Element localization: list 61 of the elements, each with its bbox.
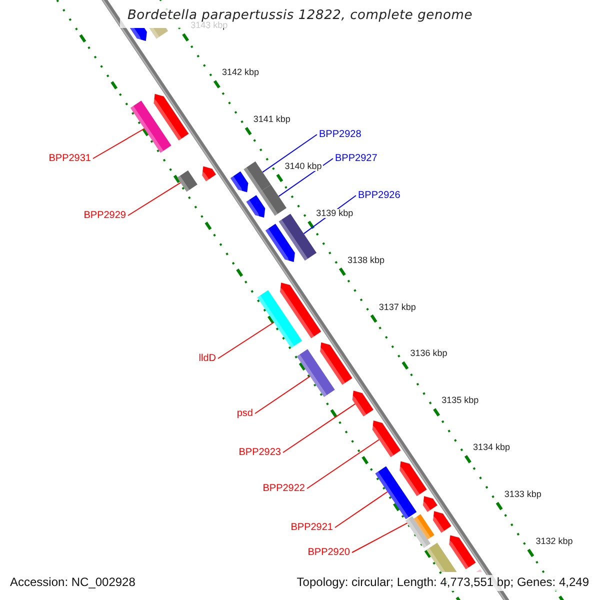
leader-line <box>92 128 145 159</box>
gene-label: BPP2920 <box>308 548 350 558</box>
scale-label: 3138 kbp <box>346 256 386 265</box>
scale-label: 3132 kbp <box>534 536 574 546</box>
gene-block <box>278 214 317 261</box>
accession-label: Accession: NC_002928 <box>8 575 138 591</box>
leader-line <box>254 376 311 414</box>
gene-block <box>151 94 189 140</box>
scale-label: 3142 kbp <box>220 68 260 78</box>
gene-block <box>257 290 302 348</box>
leader-line <box>218 322 274 359</box>
gene-block <box>426 542 457 572</box>
gene-block <box>130 28 147 44</box>
scale-label: 3140 kbp <box>284 162 323 171</box>
gene-block <box>177 170 198 192</box>
gene-block <box>296 349 335 398</box>
scale-label: 3139 kbp <box>315 208 354 218</box>
gene-block <box>446 535 476 570</box>
gene-block <box>318 342 352 385</box>
gene-block <box>200 166 216 182</box>
gene-block <box>406 516 431 548</box>
gene-label: BPP2923 <box>238 448 281 458</box>
scale-label: 3136 kbp <box>409 349 448 358</box>
gene-block <box>350 390 374 416</box>
gene-block <box>414 514 434 540</box>
scale-label: 3137 kbp <box>378 302 417 312</box>
scale-label: 3133 kbp <box>503 490 542 500</box>
gene-block <box>230 171 248 195</box>
gene-block <box>259 184 287 216</box>
gene-block <box>278 282 322 338</box>
gene-block <box>375 466 417 520</box>
gene-block <box>420 496 438 512</box>
leader-line <box>352 522 408 553</box>
gene-label: BPP2921 <box>290 522 333 532</box>
scale-label: 3134 kbp <box>472 443 511 452</box>
leader-line <box>282 403 356 453</box>
scale-label: 3135 kbp <box>440 396 480 406</box>
genome-summary-label: Topology: circular; Length: 4,773,551 bp; Genes: 4,249 <box>294 575 591 591</box>
leader-line <box>262 134 318 173</box>
gene-label: BPP2926 <box>358 190 400 200</box>
gene-label: lldD <box>198 354 216 364</box>
gene-block <box>476 569 482 572</box>
gene-block <box>149 28 168 39</box>
gene-label: BPP2929 <box>84 210 126 220</box>
gene-label: BPP2928 <box>319 130 362 140</box>
gene-label: BPP2931 <box>48 154 91 164</box>
gene-block <box>246 195 266 220</box>
leader-line <box>128 182 182 216</box>
gene-label: BPP2927 <box>335 154 378 164</box>
leader-line <box>334 491 388 528</box>
gene-block <box>370 420 401 458</box>
gene-block <box>430 511 452 533</box>
gene-block <box>397 461 427 496</box>
gene-label: psd <box>236 408 253 418</box>
leader-line <box>278 158 334 197</box>
gene-block <box>244 161 271 192</box>
gene-block <box>130 100 172 153</box>
leader-line <box>306 439 380 489</box>
gene-block <box>265 224 295 264</box>
gene-label: BPP2922 <box>262 484 305 494</box>
scale-label: 3141 kbp <box>252 115 292 124</box>
